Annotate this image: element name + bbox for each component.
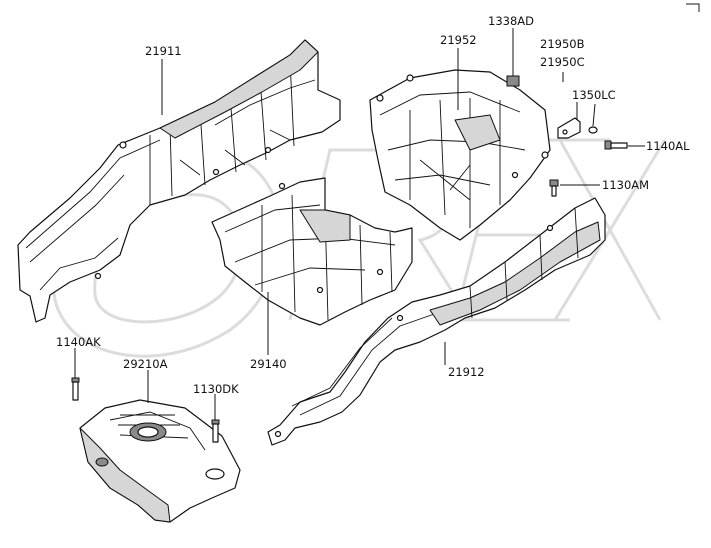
part-21912-frame-member bbox=[267, 197, 606, 446]
label-1338AD: 1338AD bbox=[488, 14, 534, 28]
bolt-1140AL-icon bbox=[604, 140, 628, 150]
label-21911: 21911 bbox=[145, 44, 182, 58]
nut-1338AD-icon bbox=[506, 75, 520, 87]
part-29140-skid-tray bbox=[211, 177, 413, 326]
label-1130DK: 1130DK bbox=[193, 382, 239, 396]
part-21911-frame-member bbox=[17, 39, 341, 323]
label-1130AM: 1130AM bbox=[602, 178, 649, 192]
bolt-1140AK-icon bbox=[71, 377, 80, 401]
label-1140AL: 1140AL bbox=[646, 139, 690, 153]
corner-mark bbox=[686, 3, 700, 12]
bolt-1130AM-icon bbox=[549, 179, 559, 197]
label-21912: 21912 bbox=[448, 365, 485, 379]
label-21950B: 21950B bbox=[540, 37, 585, 51]
label-29210A: 29210A bbox=[123, 357, 168, 371]
label-21950C: 21950C bbox=[540, 55, 585, 69]
nut-1350LC-icon bbox=[588, 126, 598, 134]
part-29210A-engine-cover bbox=[79, 399, 241, 523]
part-21952-support-tray bbox=[369, 69, 551, 241]
bracket-21950-icon bbox=[557, 117, 581, 139]
label-21952: 21952 bbox=[440, 33, 477, 47]
bolt-1130DK-icon bbox=[211, 419, 220, 443]
label-1140AK: 1140AK bbox=[56, 335, 101, 349]
leader-lines bbox=[74, 28, 645, 420]
label-1350LC: 1350LC bbox=[572, 88, 616, 102]
label-29140: 29140 bbox=[250, 357, 287, 371]
